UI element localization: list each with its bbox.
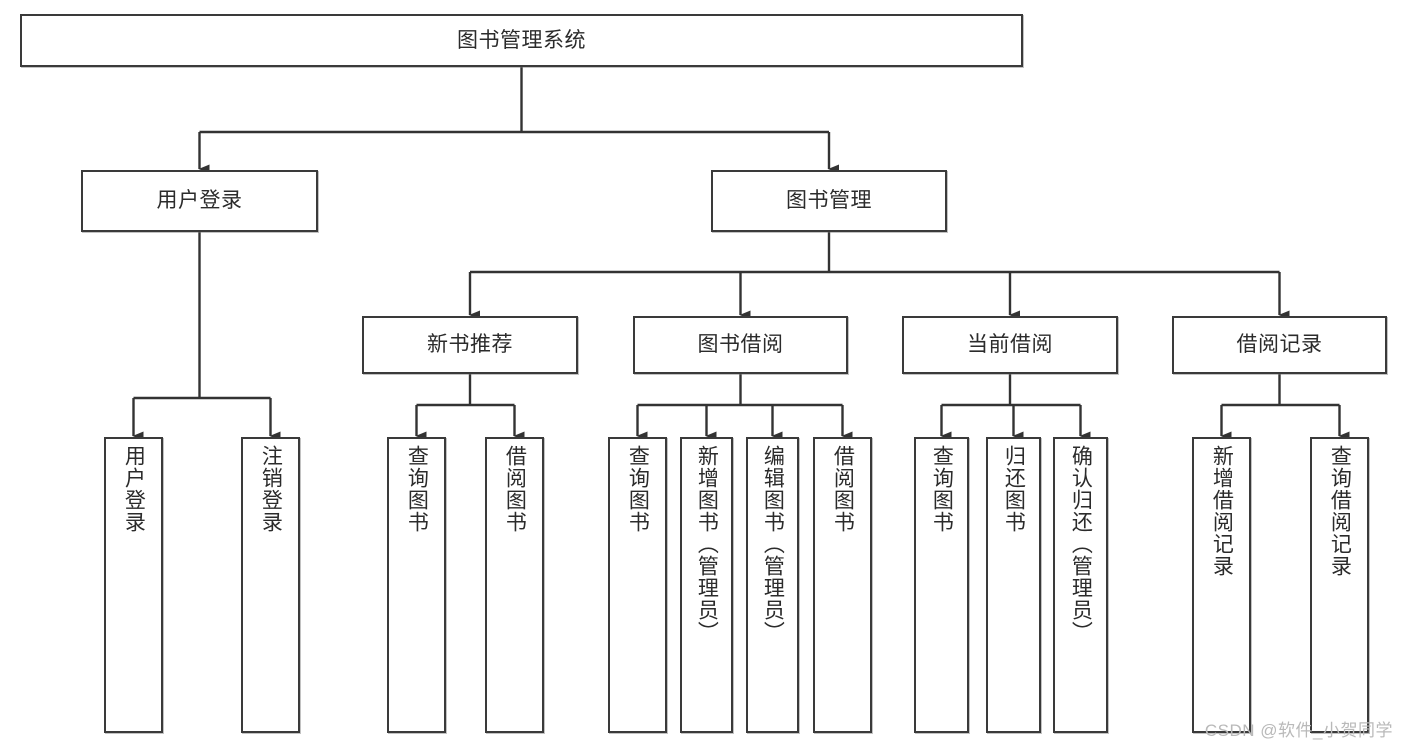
node-leaf-borrow-book-2[interactable]: 借阅图书 [813, 437, 872, 733]
node-leaf-edit-book-label: 编辑图书（管理员） [761, 445, 785, 643]
node-leaf-add-borrow-record-label: 新增借阅记录 [1210, 445, 1234, 577]
node-new-book-recommendation[interactable]: 新书推荐 [362, 316, 578, 374]
node-leaf-query-borrow-record[interactable]: 查询借阅记录 [1310, 437, 1369, 733]
node-borrow-record-label: 借阅记录 [1236, 333, 1323, 357]
node-borrow-record[interactable]: 借阅记录 [1172, 316, 1387, 374]
node-leaf-user-login[interactable]: 用户登录 [104, 437, 163, 733]
node-book-borrow-label: 图书借阅 [697, 333, 784, 357]
node-leaf-query-book-3-label: 查询图书 [930, 445, 954, 533]
node-leaf-borrow-book-1-label: 借阅图书 [503, 445, 527, 533]
node-leaf-add-book-label: 新增图书（管理员） [695, 445, 719, 643]
node-leaf-query-book-3[interactable]: 查询图书 [914, 437, 969, 733]
node-book-management[interactable]: 图书管理 [711, 170, 947, 232]
node-root-label: 图书管理系统 [457, 28, 586, 52]
node-user-login[interactable]: 用户登录 [81, 170, 318, 232]
node-leaf-borrow-book-1[interactable]: 借阅图书 [485, 437, 544, 733]
node-leaf-add-book[interactable]: 新增图书（管理员） [680, 437, 733, 733]
node-leaf-user-login-label: 用户登录 [122, 445, 146, 533]
node-book-management-label: 图书管理 [786, 189, 872, 213]
node-book-borrow[interactable]: 图书借阅 [633, 316, 848, 374]
node-leaf-query-borrow-record-label: 查询借阅记录 [1328, 445, 1352, 577]
node-leaf-query-book-1-label: 查询图书 [405, 445, 429, 533]
node-leaf-query-book-2-label: 查询图书 [626, 445, 650, 533]
node-leaf-query-book-2[interactable]: 查询图书 [608, 437, 667, 733]
node-leaf-return-book-label: 归还图书 [1002, 445, 1026, 533]
node-current-borrow[interactable]: 当前借阅 [902, 316, 1118, 374]
node-leaf-edit-book[interactable]: 编辑图书（管理员） [746, 437, 799, 733]
node-user-login-label: 用户登录 [156, 189, 243, 213]
node-leaf-confirm-return-label: 确认归还（管理员） [1069, 445, 1093, 643]
node-leaf-confirm-return[interactable]: 确认归还（管理员） [1053, 437, 1108, 733]
node-leaf-logout[interactable]: 注销登录 [241, 437, 300, 733]
node-leaf-add-borrow-record[interactable]: 新增借阅记录 [1192, 437, 1251, 733]
node-new-book-recommendation-label: 新书推荐 [427, 333, 513, 357]
node-leaf-borrow-book-2-label: 借阅图书 [831, 445, 855, 533]
node-current-borrow-label: 当前借阅 [967, 333, 1053, 357]
node-leaf-return-book[interactable]: 归还图书 [986, 437, 1041, 733]
node-leaf-query-book-1[interactable]: 查询图书 [387, 437, 446, 733]
node-root[interactable]: 图书管理系统 [20, 14, 1023, 67]
node-leaf-logout-label: 注销登录 [259, 445, 283, 533]
